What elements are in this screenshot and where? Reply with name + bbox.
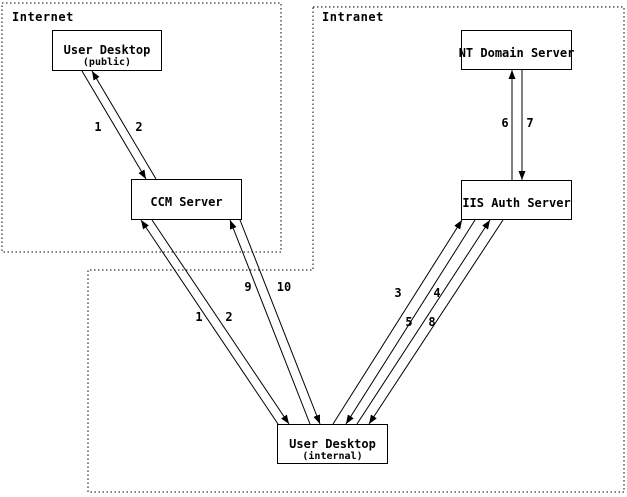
zone-intranet-outline	[87, 6, 625, 493]
edge-arrow-iis-auth-server-to-user-desktop-internal	[345, 219, 476, 425]
edge-step-label: 8	[428, 315, 436, 329]
node-title: User Desktop	[63, 43, 151, 57]
edge-arrow-user-desktop-public-to-ccm-server	[81, 70, 147, 180]
zone-label-intranet: Intranet	[322, 10, 384, 24]
edge-step-label: 6	[501, 116, 509, 130]
edge-step-label: 1	[94, 120, 102, 134]
edge-step-label: 7	[526, 116, 534, 130]
node-title: IIS Auth Server	[462, 196, 571, 210]
edge-step-label: 3	[394, 286, 402, 300]
edge-arrow-user-desktop-internal-to-iis-auth-server	[356, 219, 491, 425]
zone-label-internet: Internet	[12, 10, 74, 24]
node-title: User Desktop	[289, 437, 376, 451]
edge-arrow-ccm-server-to-user-desktop-internal	[239, 219, 321, 425]
node-title: CCM Server	[150, 195, 223, 209]
edge-arrow-ccm-server-to-user-desktop-public	[91, 70, 157, 180]
node-nt-domain-server: NT Domain Server	[458, 30, 575, 70]
edges-layer	[81, 70, 526, 425]
node-iis-auth-server: IIS Auth Server	[461, 180, 572, 220]
edge-step-label: 5	[405, 315, 413, 329]
node-user-desktop-public: User Desktop(public)	[52, 30, 162, 71]
edge-arrow-iis-auth-server-to-user-desktop-internal	[368, 219, 504, 425]
edge-step-label: 4	[433, 286, 441, 300]
edge-arrow-user-desktop-internal-to-ccm-server	[229, 219, 311, 425]
edge-step-label: 10	[276, 280, 292, 294]
node-subtitle: (internal)	[302, 451, 363, 462]
edge-arrow-ccm-server-to-user-desktop-internal	[151, 219, 290, 425]
node-ccm-server: CCM Server	[131, 179, 242, 220]
edge-step-label: 2	[135, 120, 143, 134]
edge-step-label: 2	[225, 310, 233, 324]
node-title: NT Domain Server	[458, 46, 575, 60]
edge-arrow-user-desktop-internal-to-ccm-server	[140, 219, 279, 425]
edge-arrow-user-desktop-internal-to-iis-auth-server	[332, 219, 463, 425]
node-subtitle: (public)	[82, 57, 132, 68]
edge-step-label: 9	[244, 280, 252, 294]
edge-step-label: 1	[195, 310, 203, 324]
node-user-desktop-internal: User Desktop(internal)	[277, 424, 388, 464]
